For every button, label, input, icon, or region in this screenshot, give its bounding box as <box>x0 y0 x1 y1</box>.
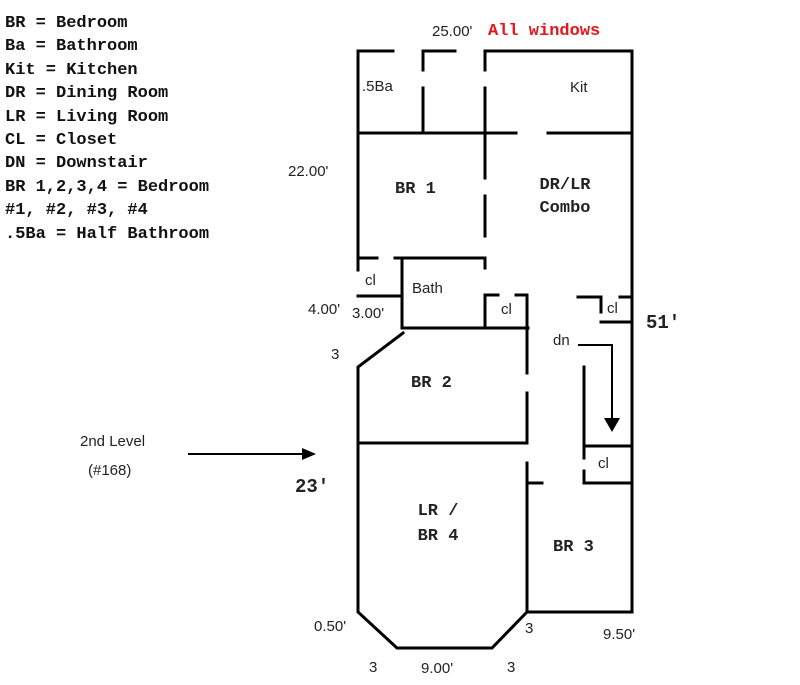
room-bath: Bath <box>412 280 443 297</box>
closet-label: cl <box>501 301 512 318</box>
dimension-bay-offset: 0.50' <box>314 618 347 635</box>
room-dr-lr-sub: Combo <box>539 199 591 218</box>
level-label: 2nd Level <box>80 433 146 450</box>
level-arrow-head <box>302 448 316 460</box>
stair-arrow-head <box>604 418 620 432</box>
legend-item: DR = Dining Room <box>5 84 169 104</box>
dimension-bay-width: 9.00' <box>421 660 454 677</box>
dimension-bottom-right: 9.50' <box>603 626 636 643</box>
legend-item: BR = Bedroom <box>5 14 128 33</box>
legend-item: LR = Living Room <box>5 107 169 127</box>
legend-item: CL = Closet <box>5 131 118 151</box>
room-br2: BR 2 <box>411 374 452 393</box>
closet-label: cl <box>598 455 609 472</box>
dimension-corner: 3 <box>525 620 534 637</box>
closet-label: cl <box>607 300 618 317</box>
dimension-top-width: 25.00' <box>432 23 473 40</box>
room-br1: BR 1 <box>395 180 436 199</box>
outer-wall <box>356 49 395 272</box>
stairs-label: dn <box>553 332 570 349</box>
closet-label: cl <box>365 272 376 289</box>
room-dr-lr: DR/LR <box>539 176 591 195</box>
dimension-bay-right: 3 <box>507 659 516 676</box>
legend-item: DN = Downstair <box>5 154 148 174</box>
room-half-bath: .5Ba <box>362 78 393 95</box>
legend-item: Kit = Kitchen <box>5 60 138 80</box>
dimension-overall-width: 23' <box>295 476 330 498</box>
dimension-bay-left: 3 <box>369 659 378 676</box>
dimension-chamfer: 3 <box>331 346 340 363</box>
dimension-offset-3: 3.00' <box>352 305 385 322</box>
room-lr-br4: LR / <box>417 502 459 521</box>
legend-item: #1, #2, #3, #4 <box>5 201 148 221</box>
dimension-height-upper: 22.00' <box>288 163 329 180</box>
dimension-offset-4: 4.00' <box>308 301 341 318</box>
room-kitchen: Kit <box>570 79 588 96</box>
level-unit: (#168) <box>88 462 132 479</box>
stair-arrow <box>578 344 613 418</box>
legend-item: BR 1,2,3,4 = Bedroom <box>5 177 210 197</box>
dimension-overall-length: 51' <box>646 312 681 334</box>
outer-wall <box>356 49 634 650</box>
room-br3: BR 3 <box>553 538 594 557</box>
windows-note: All windows <box>488 22 601 41</box>
legend-item: .5Ba = Half Bathroom <box>5 224 210 244</box>
legend: BR = Bedroom Ba = Bathroom Kit = Kitchen… <box>5 12 209 246</box>
room-lr-br4-sub: BR 4 <box>417 527 459 546</box>
legend-item: Ba = Bathroom <box>5 37 138 57</box>
